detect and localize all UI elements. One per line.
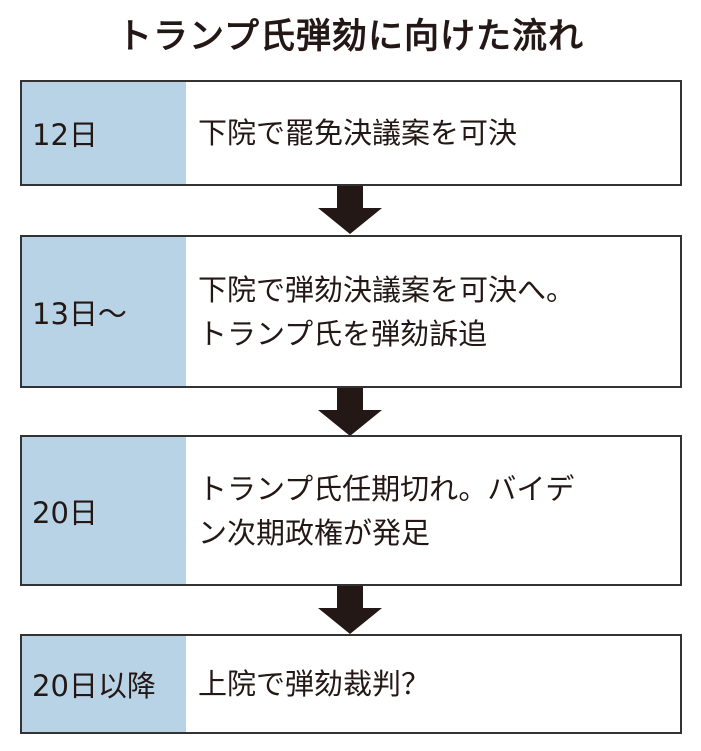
step-date: 12日 — [22, 82, 186, 184]
flow-step-4: 20日以降 上院で弾劾裁判？ — [20, 634, 682, 734]
step-description: 下院で弾劾決議案を可決へ。 トランプ氏を弾劾訴追 — [198, 272, 576, 351]
step-date: 20日以降 — [22, 636, 186, 732]
step-description: 下院で罷免決議案を可決 — [198, 116, 518, 150]
step-date: 20日 — [22, 437, 186, 584]
step-description: トランプ氏任期切れ。バイデ ン次期政権が発足 — [198, 471, 575, 550]
step-date: 13日～ — [22, 237, 186, 386]
down-arrow-icon — [318, 186, 382, 234]
down-arrow-icon — [318, 586, 382, 634]
down-arrow-icon — [318, 388, 382, 436]
diagram-title: トランプ氏弾劾に向けた流れ — [117, 17, 584, 57]
flow-step-2: 13日～ 下院で弾劾決議案を可決へ。 トランプ氏を弾劾訴追 — [20, 235, 682, 388]
step-description: 上院で弾劾裁判？ — [198, 667, 431, 701]
flow-step-1: 12日 下院で罷免決議案を可決 — [20, 80, 682, 186]
flow-step-3: 20日 トランプ氏任期切れ。バイデ ン次期政権が発足 — [20, 435, 682, 586]
